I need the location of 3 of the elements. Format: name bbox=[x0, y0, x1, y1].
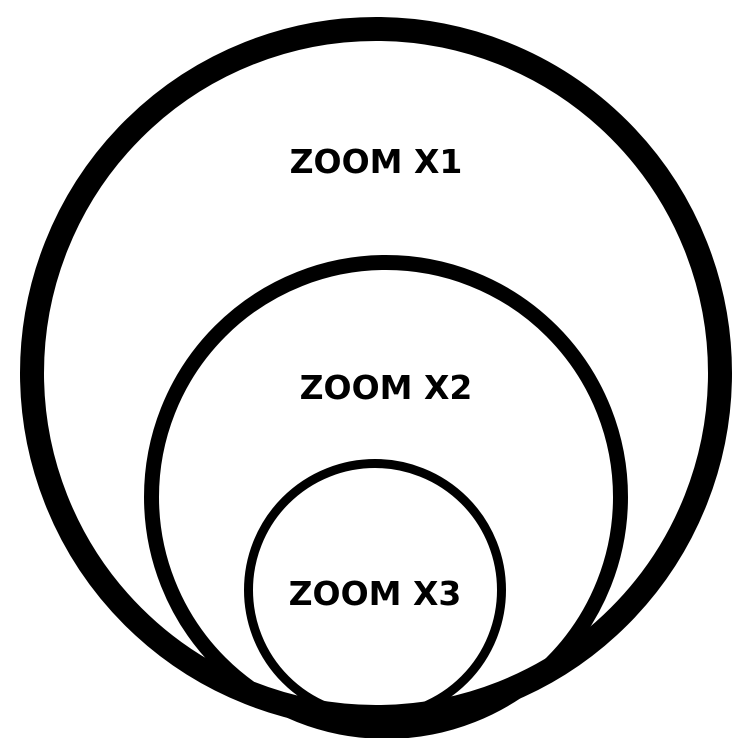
circle-label: ZOOM X2 bbox=[298, 368, 474, 407]
circle-label: ZOOM X1 bbox=[288, 142, 464, 181]
circle-label: ZOOM X3 bbox=[288, 574, 462, 613]
